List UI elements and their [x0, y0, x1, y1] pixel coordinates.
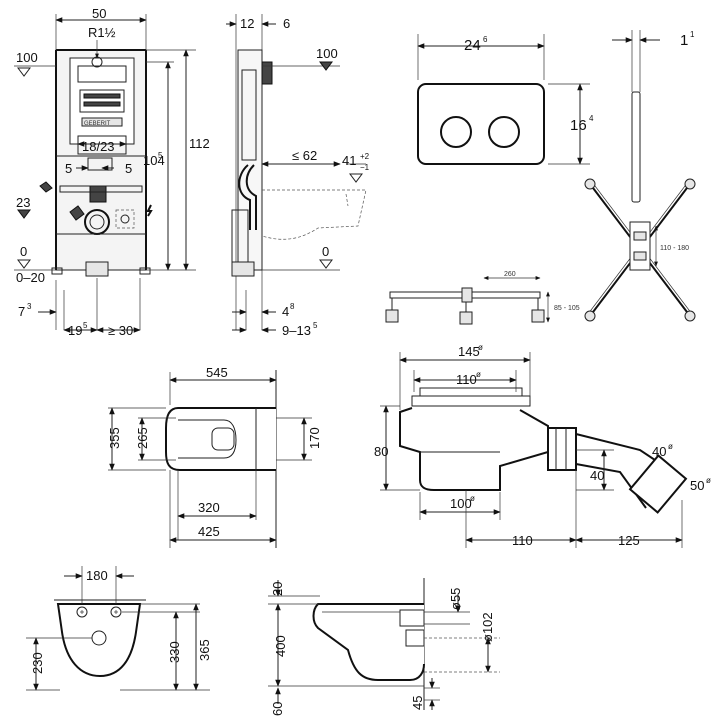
svg-text:ø: ø: [476, 370, 481, 379]
drain-width-260: 260: [504, 271, 516, 278]
bowl-side-45: 45: [410, 696, 425, 710]
plate-height-label: 16: [570, 117, 587, 134]
plate-width-label: 24: [464, 37, 481, 54]
large-flush-button: [488, 116, 520, 148]
actuator-size-label: 18/23: [82, 139, 115, 154]
svg-text:5: 5: [158, 151, 163, 160]
frame-level-23: 23: [16, 195, 30, 210]
water-supply-icon: [39, 181, 53, 193]
frame-bottom-19: 19: [68, 323, 82, 338]
bowl-side-dia-102: ø102: [480, 612, 495, 642]
small-flush-button: [440, 116, 472, 148]
trap-dia-40: 40: [652, 444, 666, 459]
trap-dia-110: 110: [456, 372, 477, 387]
trap-dia-50: 50: [690, 478, 704, 493]
bowl-side-dia-55: ø55: [448, 588, 463, 610]
svg-text:8: 8: [290, 302, 295, 311]
frame-connection-label: R1½: [88, 25, 116, 40]
bowl-front-330: 330: [167, 641, 182, 663]
frame-width-label: 50: [92, 6, 106, 21]
brand-logo: GEBERIT: [84, 121, 111, 127]
bowl-front-view: 180 230 330 365: [26, 566, 212, 691]
bowl-width-355: 355: [107, 427, 122, 449]
svg-text:−1: −1: [360, 163, 370, 172]
bowl-side-400: 400: [273, 635, 288, 657]
bowl-front-365: 365: [197, 639, 212, 661]
bowl-inner-265: 265: [135, 427, 150, 449]
bowl-front-230: 230: [30, 652, 45, 674]
svg-text:ø: ø: [478, 343, 483, 352]
frame-bottom-ge30: ≥ 30: [108, 323, 133, 338]
frame-height-frame: 104: [143, 153, 165, 168]
side-depth-41: 41: [342, 153, 356, 168]
frame-side-view: 12 6 100 ≤ 62 41 +2 −1 0 4 8 9–13 5: [226, 14, 370, 338]
frame-height-total: 112: [189, 136, 210, 151]
bowl-side-60: 60: [270, 702, 285, 716]
electric-connection-icon: [146, 204, 153, 217]
bowl-side-view: 20 400 60 ø55 ø102 45: [268, 578, 500, 716]
trap-height-80: 80: [374, 444, 388, 459]
svg-text:ø: ø: [470, 494, 475, 503]
bowl-side-20: 20: [270, 582, 285, 596]
svg-text:ø: ø: [706, 476, 711, 485]
frame-level-100: 100: [16, 50, 38, 65]
svg-text:+2: +2: [360, 152, 370, 161]
trap-length-110: 110: [512, 533, 533, 548]
frame-level-0: 0: [20, 244, 27, 259]
plate-depth-label: 1: [680, 32, 688, 49]
drain-height-85-105: 85 - 105: [554, 305, 580, 312]
side-max-62: ≤ 62: [292, 148, 317, 163]
water-connection-icon: [69, 205, 85, 221]
svg-text:4: 4: [589, 114, 594, 123]
frame-bottom-7: 7: [18, 304, 25, 319]
bowl-depth-320: 320: [198, 500, 220, 515]
bowl-length-545: 545: [206, 365, 228, 380]
bowl-mount-170: 170: [307, 427, 322, 449]
svg-text:5: 5: [83, 321, 88, 330]
side-depth-6: 6: [283, 16, 290, 31]
trap-dia-100: 100: [450, 496, 472, 511]
trap-length-125: 125: [618, 533, 640, 548]
bowl-front-180: 180: [86, 568, 108, 583]
flush-plate-view: 24 6 16 4 1 1: [417, 30, 695, 203]
drain-cross-110-180: 110 - 180: [660, 245, 689, 252]
side-level-0: 0: [322, 244, 329, 259]
trap-dia-145: 145: [458, 344, 480, 359]
svg-text:6: 6: [483, 35, 488, 44]
frame-level-0-20: 0–20: [16, 270, 45, 285]
side-bottom-4: 4: [282, 304, 289, 319]
side-bottom-9-13: 9–13: [282, 323, 311, 338]
svg-text:1: 1: [690, 30, 695, 39]
frame-offset-right: 5: [125, 161, 132, 176]
bowl-depth-425: 425: [198, 524, 220, 539]
svg-text:ø: ø: [668, 442, 673, 451]
frame-offset-left: 5: [65, 161, 72, 176]
svg-text:5: 5: [313, 321, 318, 330]
shower-drain-mount: 260 85 - 105 110 - 180: [385, 178, 696, 325]
side-depth-12: 12: [240, 16, 254, 31]
svg-text:3: 3: [27, 302, 32, 311]
side-level-100: 100: [316, 46, 338, 61]
trap-height-40: 40: [590, 468, 604, 483]
shower-trap-view: 145 ø 110 ø 80 40 40 ø 50 ø 100 ø 110 12…: [374, 343, 711, 548]
frame-front-view: GEBERIT 50 R1½ 100 112: [14, 6, 210, 338]
bowl-top-view: 545 355 265 170 320 425: [107, 365, 322, 548]
